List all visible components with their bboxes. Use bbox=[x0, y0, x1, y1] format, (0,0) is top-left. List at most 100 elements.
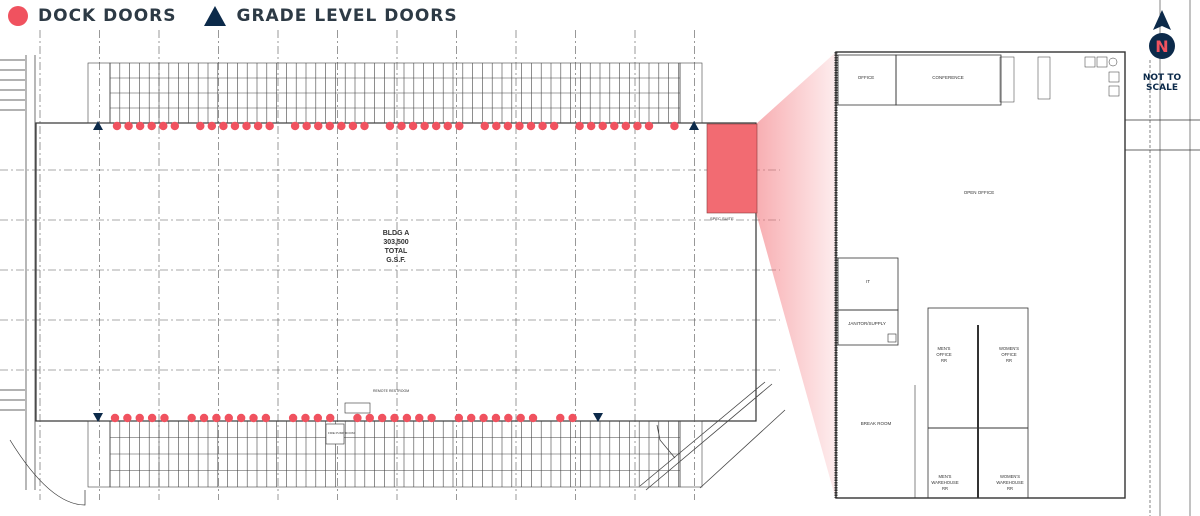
dock-door bbox=[377, 413, 387, 423]
dock-door bbox=[147, 413, 157, 423]
dock-door bbox=[538, 121, 547, 131]
south-truck-court bbox=[87, 420, 703, 488]
dock-door bbox=[170, 121, 180, 131]
dock-door bbox=[360, 121, 369, 131]
dock-door bbox=[135, 413, 144, 423]
building-area-unit-2: G.S.F. bbox=[386, 257, 406, 264]
dock-door bbox=[135, 121, 145, 131]
grade-level-door bbox=[593, 413, 603, 422]
dock-door bbox=[516, 413, 525, 423]
room-mens-office-rr-3: RR bbox=[941, 358, 947, 363]
building-area-unit-1: TOTAL bbox=[385, 248, 408, 255]
dock-door bbox=[212, 413, 221, 423]
spec-suite-label: SPEC SUITE bbox=[710, 216, 734, 221]
dock-door bbox=[110, 413, 120, 423]
dock-door bbox=[147, 121, 156, 131]
dock-door bbox=[397, 121, 406, 131]
dock-door bbox=[479, 413, 488, 423]
dock-door bbox=[326, 413, 335, 423]
dock-door bbox=[504, 413, 513, 423]
grade-level-door bbox=[93, 413, 103, 422]
dock-door bbox=[365, 413, 374, 423]
dock-door bbox=[467, 413, 476, 423]
dock-door bbox=[427, 413, 436, 423]
room-womens-office-rr-1: WOMEN'S bbox=[999, 346, 1019, 351]
dock-door bbox=[301, 413, 310, 423]
southeast-drive bbox=[639, 381, 786, 491]
north-arrow-icon: N bbox=[1149, 10, 1175, 59]
dock-door bbox=[586, 121, 596, 131]
dock-door-symbol-icon bbox=[8, 6, 28, 26]
column-grid bbox=[0, 30, 780, 500]
spec-suite-floorplan bbox=[834, 0, 1200, 516]
dock-door bbox=[302, 121, 311, 131]
dock-door bbox=[290, 121, 300, 131]
room-mens-warehouse-rr-3: RR bbox=[942, 486, 948, 491]
legend-grade-level-doors: GRADE LEVEL DOORS bbox=[204, 6, 457, 26]
dock-door bbox=[219, 121, 228, 131]
building-a-outline bbox=[35, 122, 757, 422]
dock-door bbox=[288, 413, 298, 423]
ramp bbox=[87, 420, 111, 488]
dock-door bbox=[455, 121, 464, 131]
dock-door bbox=[415, 413, 424, 423]
dock-door bbox=[528, 413, 538, 423]
dock-door bbox=[242, 121, 251, 131]
north-truck-court bbox=[87, 62, 703, 124]
dock-door bbox=[325, 121, 334, 131]
spec-suite-room-labels: OFFICE CONFERENCE OPEN OFFICE IT JANITOR… bbox=[848, 75, 1024, 491]
room-mens-office-rr-2: OFFICE bbox=[936, 352, 952, 357]
dock-door bbox=[199, 413, 209, 423]
dock-door bbox=[253, 121, 263, 131]
dock-door bbox=[402, 413, 412, 423]
room-break-room: BREAK ROOM bbox=[861, 421, 892, 426]
grade-level-door bbox=[689, 121, 699, 130]
dock-door bbox=[207, 121, 217, 131]
fire-pump-room-label: FIRE PUMP ROOM bbox=[328, 431, 355, 435]
dock-door bbox=[431, 121, 441, 131]
dock-door bbox=[491, 413, 501, 423]
building-area: 303,500 bbox=[383, 239, 408, 246]
dock-door bbox=[196, 121, 205, 131]
room-womens-warehouse-rr-2: WAREHOUSE bbox=[996, 480, 1024, 485]
dock-door bbox=[249, 413, 258, 423]
doors-layer bbox=[93, 121, 699, 423]
dock-door bbox=[549, 121, 559, 131]
ramp bbox=[679, 62, 703, 124]
room-mens-warehouse-rr-2: WAREHOUSE bbox=[931, 480, 959, 485]
dock-door bbox=[261, 413, 271, 423]
dock-door bbox=[123, 413, 132, 423]
dock-door bbox=[503, 121, 513, 131]
room-womens-warehouse-rr-3: RR bbox=[1007, 486, 1013, 491]
room-office: OFFICE bbox=[858, 75, 875, 80]
dock-door bbox=[408, 121, 418, 131]
dock-door bbox=[159, 121, 168, 131]
ramp bbox=[679, 420, 703, 488]
grade-level-door bbox=[93, 121, 103, 130]
spec-suite-callout: SPEC SUITE bbox=[706, 52, 836, 500]
west-parking bbox=[0, 55, 86, 506]
room-womens-office-rr-2: OFFICE bbox=[1001, 352, 1017, 357]
dock-door bbox=[515, 121, 524, 131]
dock-door bbox=[124, 121, 133, 131]
north-arrow: N NOT TO SCALE bbox=[1132, 8, 1192, 93]
dock-door bbox=[353, 413, 362, 423]
dock-door bbox=[480, 121, 489, 131]
not-to-scale-label: NOT TO SCALE bbox=[1142, 73, 1182, 93]
dock-door bbox=[610, 121, 619, 131]
legend: DOCK DOORS GRADE LEVEL DOORS bbox=[8, 4, 458, 28]
dock-door bbox=[313, 413, 323, 423]
legend-grade-doors-label: GRADE LEVEL DOORS bbox=[236, 6, 458, 26]
dock-door bbox=[568, 413, 577, 423]
building-name: BLDG A bbox=[383, 230, 410, 237]
dock-door bbox=[420, 121, 429, 131]
dock-door bbox=[187, 413, 196, 423]
dock-door bbox=[492, 121, 501, 131]
room-janitor-supply: JANITOR/SUPPLY bbox=[848, 321, 886, 326]
dock-door bbox=[556, 413, 565, 423]
grade-door-symbol-icon bbox=[204, 6, 227, 26]
dock-door bbox=[265, 121, 274, 131]
room-womens-office-rr-3: RR bbox=[1006, 358, 1012, 363]
room-womens-warehouse-rr-1: WOMEN'S bbox=[1000, 474, 1020, 479]
